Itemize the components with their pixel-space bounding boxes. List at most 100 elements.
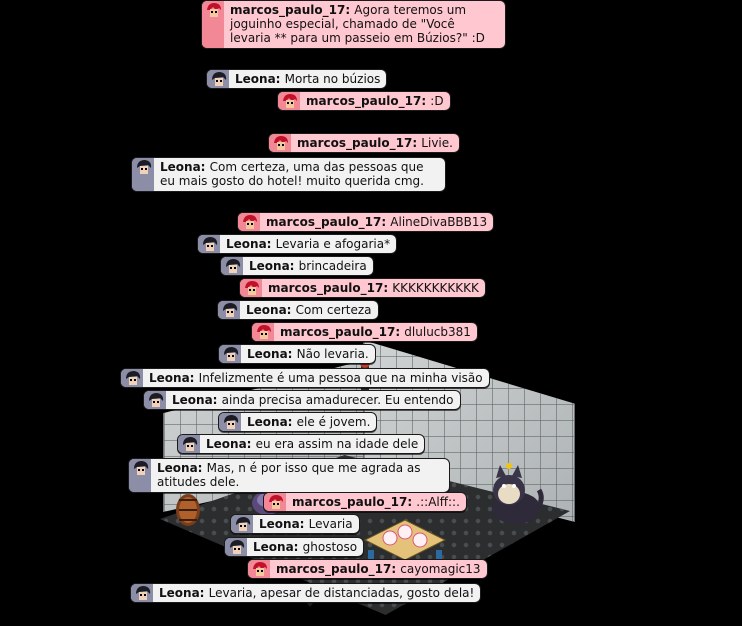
chat-separator: : (200, 160, 210, 174)
chat-username[interactable]: marcos_paulo_17 (306, 94, 422, 108)
chat-message[interactable]: marcos_paulo_17: dlulucb381 (251, 322, 478, 342)
chat-text: Morta no búzios (284, 72, 381, 86)
chat-separator: : (266, 237, 276, 251)
chat-text: Levaria, apesar de distanciadas, gosto d… (208, 586, 475, 600)
dark-hair-avatar-icon (236, 517, 251, 531)
chat-username[interactable]: marcos_paulo_17 (276, 562, 392, 576)
chat-text: Não levaria. (296, 347, 369, 361)
dark-hair-avatar-icon (149, 393, 164, 407)
chat-text: Com certeza, uma das pessoas que eu mais… (160, 160, 424, 188)
chat-text: ghostoso (302, 540, 358, 554)
dark-hair-avatar-icon (134, 461, 149, 475)
chat-message[interactable]: Leona: Infelizmente é uma pessoa que na … (120, 368, 490, 388)
chat-text: ele é jovem. (296, 415, 371, 429)
chat-username[interactable]: Leona (249, 259, 290, 273)
chat-separator: : (407, 495, 417, 509)
chat-username[interactable]: marcos_paulo_17 (280, 325, 396, 339)
bubble-pointer (305, 602, 314, 607)
chat-username[interactable]: marcos_paulo_17 (268, 281, 384, 295)
chat-username[interactable]: marcos_paulo_17 (230, 3, 346, 17)
chat-separator: : (199, 586, 209, 600)
chat-separator: : (345, 3, 355, 17)
chat-separator: : (189, 371, 199, 385)
chat-separator: : (275, 72, 285, 86)
red-hair-avatar-icon (269, 495, 283, 509)
red-hair-avatar-icon (253, 562, 267, 576)
red-hair-avatar-icon (207, 3, 221, 17)
chat-message[interactable]: Leona: ainda precisa amadurecer. Eu ente… (143, 390, 461, 410)
chat-username[interactable]: Leona (259, 517, 300, 531)
cat-pet-avatar[interactable] (483, 460, 545, 526)
chat-separator: : (381, 215, 391, 229)
chat-message[interactable]: marcos_paulo_17: Livie. (268, 133, 460, 153)
chat-text: Agora teremos um joguinho especial, cham… (230, 3, 485, 45)
chat-message[interactable]: Leona: ghostoso (224, 537, 365, 557)
chat-text: Livie. (421, 136, 453, 150)
chat-text: brincadeira (298, 259, 367, 273)
chat-message[interactable]: marcos_paulo_17: AlineDivaBBB13 (237, 212, 495, 232)
chat-separator: : (395, 325, 405, 339)
chat-text: .::Alff::. (416, 495, 460, 509)
chat-separator: : (293, 540, 303, 554)
chat-message[interactable]: Leona: Morta no búzios (206, 69, 388, 89)
dark-hair-avatar-icon (226, 259, 241, 273)
chat-message[interactable]: Leona: ele é jovem. (218, 412, 378, 432)
chat-username[interactable]: Leona (247, 347, 288, 361)
chat-username[interactable]: Leona (247, 415, 288, 429)
chat-text: AlineDivaBBB13 (390, 215, 488, 229)
chat-separator: : (299, 517, 309, 531)
red-hair-avatar-icon (283, 94, 297, 108)
chat-username[interactable]: Leona (160, 160, 201, 174)
chat-username[interactable]: Leona (253, 540, 294, 554)
chat-username[interactable]: Leona (226, 237, 267, 251)
chat-separator: : (289, 259, 299, 273)
red-hair-avatar-icon (274, 136, 288, 150)
chat-separator: : (197, 461, 207, 475)
dark-hair-avatar-icon (230, 540, 245, 554)
chat-text: KKKKKKKKKKK (392, 281, 479, 295)
dark-hair-avatar-icon (183, 437, 198, 451)
chat-username[interactable]: Leona (159, 586, 200, 600)
chat-username[interactable]: Leona (246, 303, 287, 317)
chat-message[interactable]: Leona: brincadeira (220, 256, 374, 276)
chat-message[interactable]: Leona: Com certeza (217, 300, 379, 320)
chat-separator: : (287, 415, 297, 429)
dark-hair-avatar-icon (126, 371, 141, 385)
chat-message[interactable]: marcos_paulo_17: .::Alff::. (263, 492, 467, 512)
chat-message[interactable]: marcos_paulo_17: Agora teremos um joguin… (201, 0, 506, 49)
chat-message[interactable]: marcos_paulo_17: :D (277, 91, 451, 111)
chat-username[interactable]: Leona (172, 393, 213, 407)
chat-username[interactable]: marcos_paulo_17 (266, 215, 382, 229)
chat-message[interactable]: marcos_paulo_17: KKKKKKKKKKK (239, 278, 486, 298)
red-hair-avatar-icon (245, 281, 259, 295)
red-hair-avatar-icon (257, 325, 271, 339)
dark-hair-avatar-icon (212, 72, 227, 86)
chat-username[interactable]: Leona (157, 461, 198, 475)
chat-message[interactable]: Leona: Levaria e afogaria* (197, 234, 398, 254)
chat-username[interactable]: marcos_paulo_17 (297, 136, 413, 150)
chat-separator: : (287, 347, 297, 361)
chat-message[interactable]: marcos_paulo_17: cayomagic13 (247, 559, 488, 579)
chat-message[interactable]: Leona: Levaria (230, 514, 360, 534)
chat-message[interactable]: Leona: Levaria, apesar de distanciadas, … (130, 583, 482, 607)
chat-username[interactable]: Leona (149, 371, 190, 385)
chat-separator: : (286, 303, 296, 317)
chat-text: Com certeza (295, 303, 372, 317)
chat-message[interactable]: Leona: eu era assim na idade dele (177, 434, 426, 454)
chat-username[interactable]: Leona (206, 437, 247, 451)
chat-message[interactable]: Leona: Com certeza, uma das pessoas que … (131, 157, 446, 192)
chat-message[interactable]: Leona: Não levaria. (218, 344, 376, 364)
chat-username[interactable]: marcos_paulo_17 (292, 495, 408, 509)
chat-separator: : (246, 437, 256, 451)
chat-text: eu era assim na idade dele (255, 437, 419, 451)
chat-text: Infelizmente é uma pessoa que na minha v… (198, 371, 483, 385)
chat-separator: : (421, 94, 431, 108)
table-furniture[interactable] (360, 510, 450, 570)
dark-hair-avatar-icon (136, 586, 151, 600)
chat-text: dlulucb381 (404, 325, 471, 339)
avatar-background (202, 1, 224, 48)
chat-username[interactable]: Leona (235, 72, 276, 86)
chat-message[interactable]: Leona: Mas, n é por isso que me agrada a… (128, 458, 450, 493)
red-hair-avatar-icon (243, 215, 257, 229)
chat-text: Levaria e afogaria* (275, 237, 391, 251)
